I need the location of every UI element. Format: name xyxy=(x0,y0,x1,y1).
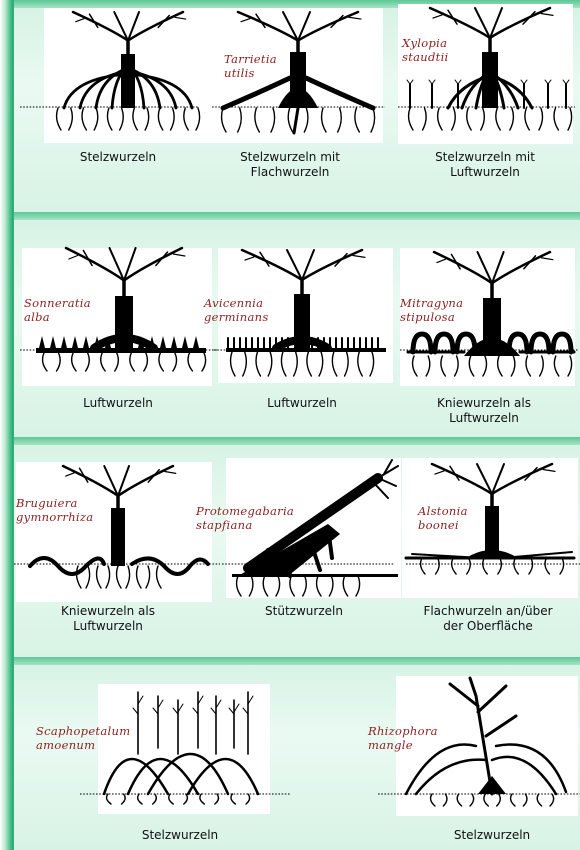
root-type-caption: Stelzwurzeln xyxy=(18,150,218,165)
species-label: Sonneratia alba xyxy=(24,296,91,324)
stilt-and-aerial-roots-tree-icon xyxy=(398,4,573,144)
species-label: Mitragyna stipulosa xyxy=(400,296,463,324)
root-type-caption: Stelzwurzeln xyxy=(80,828,280,843)
species-label: Xylopia staudtii xyxy=(402,36,449,64)
root-type-caption: Stützwurzeln xyxy=(204,604,404,619)
species-label: Bruguiera gymnorrhiza xyxy=(16,496,93,524)
root-type-caption: Stelzwurzeln mit Flachwurzeln xyxy=(190,150,390,180)
species-label: Tarrietia utilis xyxy=(224,52,277,80)
root-type-caption: Luftwurzeln xyxy=(202,396,402,411)
tree-illustration xyxy=(398,4,573,144)
root-type-caption: Stelzwurzeln mit Luftwurzeln xyxy=(385,150,580,180)
species-label: Protomegabaria stapfiana xyxy=(196,504,294,532)
root-type-caption: Stelzwurzeln xyxy=(392,828,580,843)
root-type-caption: Luftwurzeln xyxy=(18,396,218,411)
tree-illustration xyxy=(46,8,210,140)
species-label: Rhizophora mangle xyxy=(368,724,438,752)
species-label: Alstonia boonei xyxy=(418,504,468,532)
stilt-roots-tree-icon xyxy=(46,8,210,140)
species-label: Scaphopetalum amoenum xyxy=(36,724,130,752)
tree-illustration xyxy=(30,462,210,602)
root-type-caption: Kniewurzeln als Luftwurzeln xyxy=(384,396,580,426)
species-label: Avicennia germinans xyxy=(204,296,269,324)
root-type-caption: Flachwurzeln an/über der Oberfläche xyxy=(388,604,580,634)
knee-root-wave-tree-icon xyxy=(30,462,210,602)
root-type-caption: Kniewurzeln als Luftwurzeln xyxy=(8,604,208,634)
